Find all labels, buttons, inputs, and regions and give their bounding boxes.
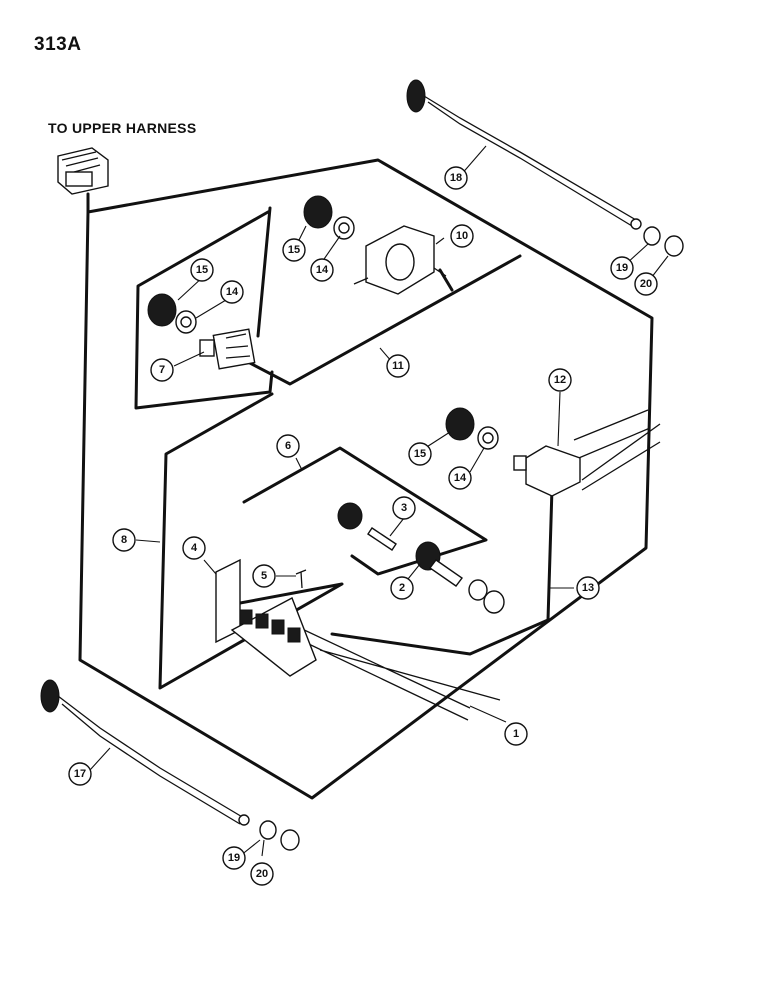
svg-text:19: 19 xyxy=(616,262,628,274)
callout-20-b: 20 xyxy=(250,862,274,886)
knob-15-c xyxy=(445,407,475,441)
washer xyxy=(468,579,488,601)
callout-15-a: 15 xyxy=(190,258,214,282)
nut xyxy=(483,590,505,614)
svg-text:20: 20 xyxy=(256,868,268,880)
callout-14-b: 14 xyxy=(310,258,334,282)
knob-15-b xyxy=(303,195,333,229)
nut-20-b xyxy=(280,829,300,851)
svg-text:5: 5 xyxy=(261,570,267,582)
fuse-cap xyxy=(337,502,363,530)
harness-branch-13 xyxy=(330,486,554,656)
svg-text:1: 1 xyxy=(513,728,519,740)
switch-12 xyxy=(513,445,581,497)
harness-wire-pair xyxy=(291,423,661,721)
rheostat-10 xyxy=(353,225,447,295)
svg-text:4: 4 xyxy=(191,542,198,554)
callout-6: 6 xyxy=(276,434,300,458)
svg-text:2: 2 xyxy=(399,582,405,594)
page-id: 313A xyxy=(34,34,82,55)
svg-text:7: 7 xyxy=(159,364,165,376)
callout-5: 5 xyxy=(252,564,276,588)
screw-5 xyxy=(295,569,307,589)
svg-text:18: 18 xyxy=(450,172,462,184)
svg-text:17: 17 xyxy=(74,768,86,780)
nut-20-a xyxy=(664,235,684,257)
callout-4: 4 xyxy=(182,536,206,560)
cable-17 xyxy=(40,679,250,826)
svg-text:14: 14 xyxy=(316,264,329,276)
callout-8: 8 xyxy=(112,528,136,552)
callout-12: 12 xyxy=(548,368,572,392)
svg-text:3: 3 xyxy=(401,502,407,514)
callout-19-b: 19 xyxy=(222,846,246,870)
main-harness xyxy=(78,158,654,800)
callout-15-b: 15 xyxy=(282,238,306,262)
upper-harness-connector xyxy=(57,147,109,214)
svg-text:15: 15 xyxy=(196,264,208,276)
svg-text:12: 12 xyxy=(554,374,566,386)
harness-label: TO UPPER HARNESS xyxy=(48,120,197,136)
cable-18 xyxy=(406,79,642,230)
terminal-block-4 xyxy=(215,558,317,677)
svg-text:11: 11 xyxy=(392,360,404,372)
callout-3: 3 xyxy=(392,496,416,520)
svg-text:15: 15 xyxy=(414,448,426,460)
washer-19-b xyxy=(259,820,277,840)
switch-7 xyxy=(199,328,256,370)
callout-19-a: 19 xyxy=(610,256,634,280)
callout-7: 7 xyxy=(150,358,174,382)
fuse-3 xyxy=(367,527,397,551)
callout-18: 18 xyxy=(444,166,468,190)
svg-text:14: 14 xyxy=(454,472,467,484)
callout-14-c: 14 xyxy=(448,466,472,490)
harness-branch-8 xyxy=(158,392,344,690)
harness-branch-11 xyxy=(134,206,522,410)
svg-text:6: 6 xyxy=(285,440,291,452)
washer-19-a xyxy=(643,226,661,246)
callout-15-c: 15 xyxy=(408,442,432,466)
svg-text:10: 10 xyxy=(456,230,468,242)
svg-text:13: 13 xyxy=(582,582,594,594)
callout-11: 11 xyxy=(386,354,410,378)
svg-text:15: 15 xyxy=(288,244,300,256)
svg-text:20: 20 xyxy=(640,278,652,290)
harness-branch-6 xyxy=(242,446,488,576)
fuse-holder-2 xyxy=(415,541,463,587)
callout-1: 1 xyxy=(504,722,528,746)
callout-10: 10 xyxy=(450,224,474,248)
svg-text:14: 14 xyxy=(226,286,239,298)
callout-13: 13 xyxy=(576,576,600,600)
callout-14-a: 14 xyxy=(220,280,244,304)
svg-text:19: 19 xyxy=(228,852,240,864)
knob-15-a xyxy=(147,293,177,327)
callout-2: 2 xyxy=(390,576,414,600)
callout-20-a: 20 xyxy=(634,272,658,296)
svg-text:8: 8 xyxy=(121,534,127,546)
callout-17: 17 xyxy=(68,762,92,786)
